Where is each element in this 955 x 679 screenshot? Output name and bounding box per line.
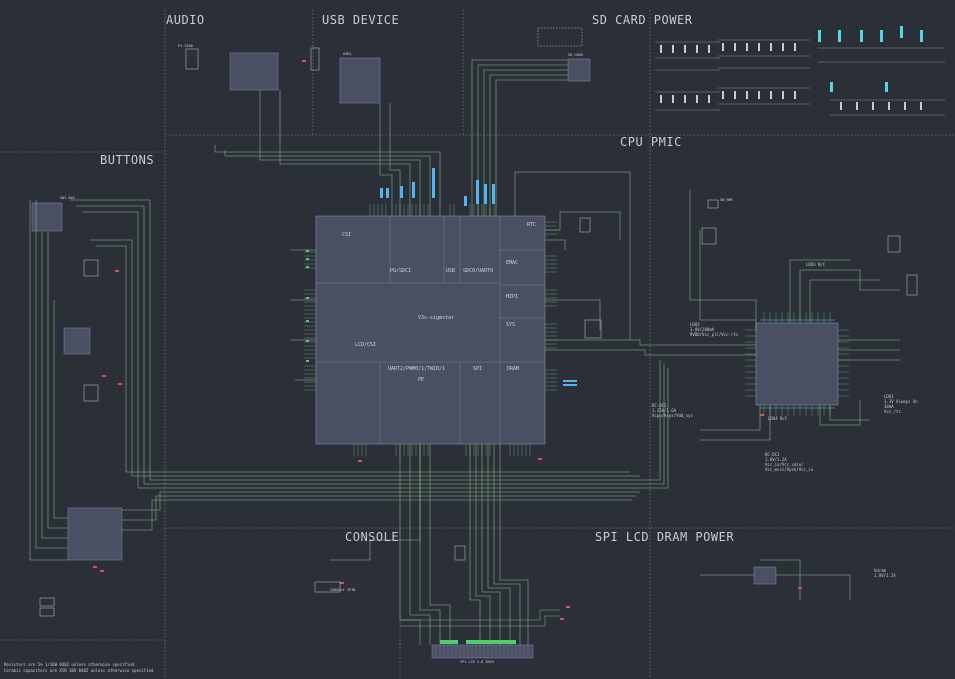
- section-title-buttons: BUTTONS: [100, 153, 155, 167]
- section-title-spi-lcd: SPI LCD: [595, 530, 650, 544]
- misc-components: [39, 27, 918, 617]
- cpu-block: [315, 215, 546, 445]
- dram-vdram-note: Vdram 1.8V/1.2A: [874, 568, 896, 578]
- lcd-connector: [431, 644, 534, 659]
- cpu-block-spi: SPI: [473, 366, 483, 372]
- pmic-ldo4-note: LDO4 N/C: [768, 416, 788, 421]
- cpu-top-labels: [380, 168, 577, 386]
- lcd-connector-label: SPI LCD 2.8 INCH: [460, 660, 494, 664]
- cpu-block-pe: PE: [418, 377, 425, 383]
- section-title-usb-device: USB DEVICE: [322, 13, 400, 27]
- section-title-cpu-pmic: CPU PMIC: [620, 135, 682, 149]
- cpu-pin-stubs: [304, 204, 557, 456]
- sd-power-network: [655, 39, 945, 116]
- buttons-label: SW1-SW4: [60, 196, 75, 200]
- ic-chips: [31, 52, 777, 585]
- usb-connector-label: USB1: [343, 52, 352, 56]
- sd-power-caps: [818, 26, 923, 92]
- cpu-block-lcd: LCD/CSI: [355, 342, 377, 348]
- trace-bundles: [29, 59, 900, 645]
- dram-regulator-chip: [753, 566, 777, 585]
- console-connector-label: CONSOLE 3PIN: [330, 588, 356, 592]
- footnote-capacitors: Ceramic capacitors are X5R 10V 0402 unle…: [4, 668, 154, 673]
- lcd-traces: [400, 609, 560, 627]
- cpu-block-emac: EMAC: [506, 260, 519, 266]
- power-switch-label: SW_PWR: [720, 198, 733, 202]
- usb-chip: [339, 57, 381, 104]
- power-markers: [93, 60, 802, 620]
- cpu-block-io: PG/SDC1: [390, 268, 412, 274]
- pmic-dcdc3-note: DC-DC3 1.8V/1.2A Vcc_io/Vcc_sdio/ Vcc_mc…: [765, 452, 814, 472]
- section-title-dram-power: DRAM POWER: [656, 530, 735, 544]
- pmic-pin-stubs: [745, 312, 849, 416]
- pmic-chip: [755, 319, 839, 409]
- section-title-sd-card-power: SD CARD POWER: [592, 13, 693, 27]
- cpu-block-dram: DRAM: [507, 366, 520, 372]
- cpu-name: V3s-sigmstar: [418, 315, 455, 321]
- footnote-resistors: Resistors are 5% 1/16W 0402 unless other…: [4, 662, 135, 667]
- sd-chip: [567, 58, 591, 82]
- pmic-ldo3-note: LDO3 N/C: [806, 262, 826, 267]
- cpu-block-gpio: UART2/PWM0/1/TWI0/1: [388, 366, 446, 372]
- pmic-ldo2-note: LDO2 3.0V/200mA RVDD/Vcc_pll/Vcc-rtc: [690, 322, 739, 337]
- pmic-ldo1-note: LDO1 3.3V Always On 30mA Vcc_rtc: [884, 394, 918, 414]
- cpu-block-sdc: SDC0/UART0: [463, 268, 494, 274]
- button-array-chip: [63, 327, 91, 355]
- audio-codec-chip: [229, 52, 279, 91]
- sd-slot-label: SD CARD: [568, 53, 583, 57]
- audio-jack-label: PJ-320B: [178, 44, 193, 48]
- cpu-block-sys: SYS: [506, 322, 516, 328]
- section-title-audio: AUDIO: [166, 13, 205, 27]
- button-connector: [31, 202, 63, 232]
- cpu-block-mipi: MIPI: [506, 294, 519, 300]
- ground-markers: [306, 250, 516, 644]
- cpu-block-usb: USB: [446, 268, 456, 274]
- pmic-dcdc2-note: DC-DC2 1.25V/1.6A Vcpu/Vsys/Vdd_sys: [652, 403, 693, 418]
- buttons-mux-chip: [67, 507, 123, 561]
- cpu-block-csi: CSI: [342, 232, 352, 238]
- cpu-block-rtc: RTC: [527, 222, 537, 228]
- section-title-spi-lcd-dram-power: SPI LCD DRAM POWER: [595, 530, 734, 544]
- sd-power-resistors: [660, 43, 922, 110]
- section-title-console: CONSOLE: [345, 530, 400, 544]
